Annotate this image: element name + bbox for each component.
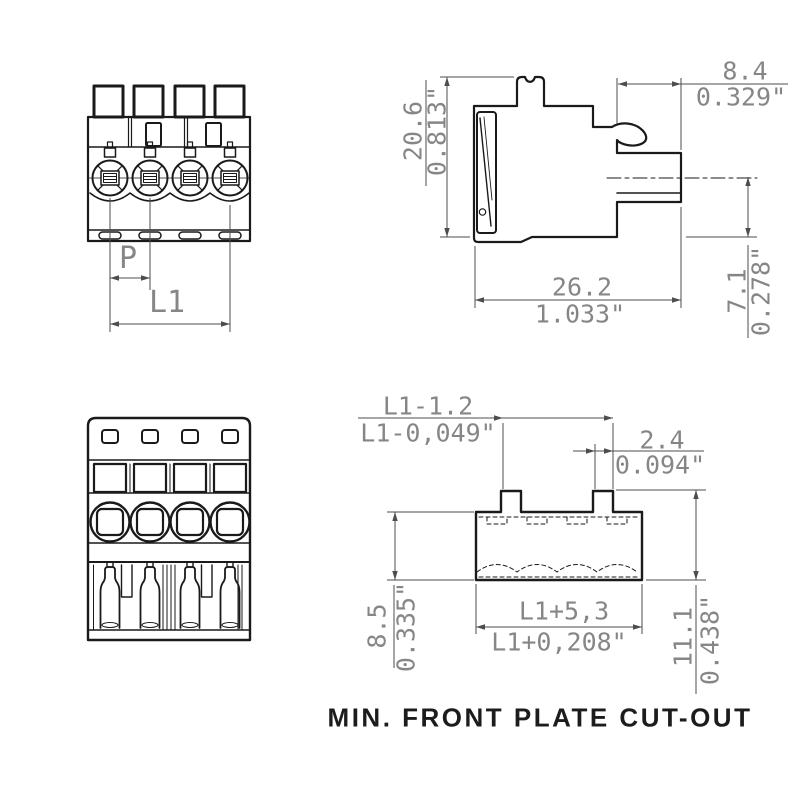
plug-face-view bbox=[86, 416, 252, 642]
front-view-connector bbox=[86, 84, 252, 243]
side-body-outline bbox=[472, 75, 683, 244]
dim-side-depth-mm: 26.2 bbox=[551, 272, 613, 302]
side-view-connector bbox=[472, 75, 758, 244]
dim-cutout-width-mm: L1+5,3 bbox=[518, 596, 610, 626]
dim-cutout-plate-height-in: 0.335" bbox=[391, 581, 421, 673]
dim-side-offset-in: 0.278" bbox=[746, 245, 776, 337]
dim-front-length-label: L1 bbox=[148, 285, 186, 320]
dim-side-shaft-mm: 8.4 bbox=[722, 56, 768, 86]
dim-cutout-tab-span-in: L1-0,049" bbox=[360, 418, 496, 448]
plug-contact-chambers bbox=[87, 501, 251, 544]
front-scallops bbox=[89, 192, 250, 202]
dim-side-shaft-in: 0.329" bbox=[695, 82, 787, 112]
front-bottom-slots bbox=[98, 231, 242, 240]
plug-partitions bbox=[93, 564, 243, 631]
front-body-outline bbox=[86, 115, 252, 243]
plug-coding-slots bbox=[101, 429, 239, 444]
cutout-dimensions bbox=[358, 415, 706, 694]
side-clamp-yoke bbox=[476, 111, 497, 234]
dim-side-height-in: 0.813" bbox=[422, 85, 452, 177]
wire-clamp-blocks bbox=[92, 84, 246, 119]
plug-pins bbox=[99, 561, 241, 629]
front-latches bbox=[145, 122, 222, 147]
dim-cutout-plate-height-mm: 8.5 bbox=[362, 603, 392, 649]
front-screws bbox=[91, 141, 249, 197]
dim-cutout-total-height-in: 0.438" bbox=[695, 594, 725, 686]
cutout-outline bbox=[474, 489, 644, 582]
dim-cutout-tab-width-in: 0.094" bbox=[614, 450, 706, 480]
dim-front-pitch-label: P bbox=[118, 241, 138, 276]
plug-body-outline bbox=[86, 416, 252, 642]
dim-cutout-tab-span-mm: L1-1.2 bbox=[382, 391, 474, 421]
dim-cutout-tab-width-mm: 2.4 bbox=[639, 425, 685, 455]
plug-square-windows bbox=[92, 462, 248, 494]
side-view-dimensions bbox=[425, 76, 788, 338]
dim-cutout-total-height-mm: 11.1 bbox=[668, 606, 698, 668]
drawing-caption: MIN. FRONT PLATE CUT-OUT bbox=[327, 702, 753, 733]
dim-side-depth-in: 1.033" bbox=[534, 299, 626, 329]
front-view-dimensions bbox=[109, 198, 231, 332]
dim-cutout-width-in: L1+0,208" bbox=[491, 627, 627, 657]
cutout-hidden-lines bbox=[476, 516, 640, 578]
cutout-view bbox=[474, 489, 644, 582]
